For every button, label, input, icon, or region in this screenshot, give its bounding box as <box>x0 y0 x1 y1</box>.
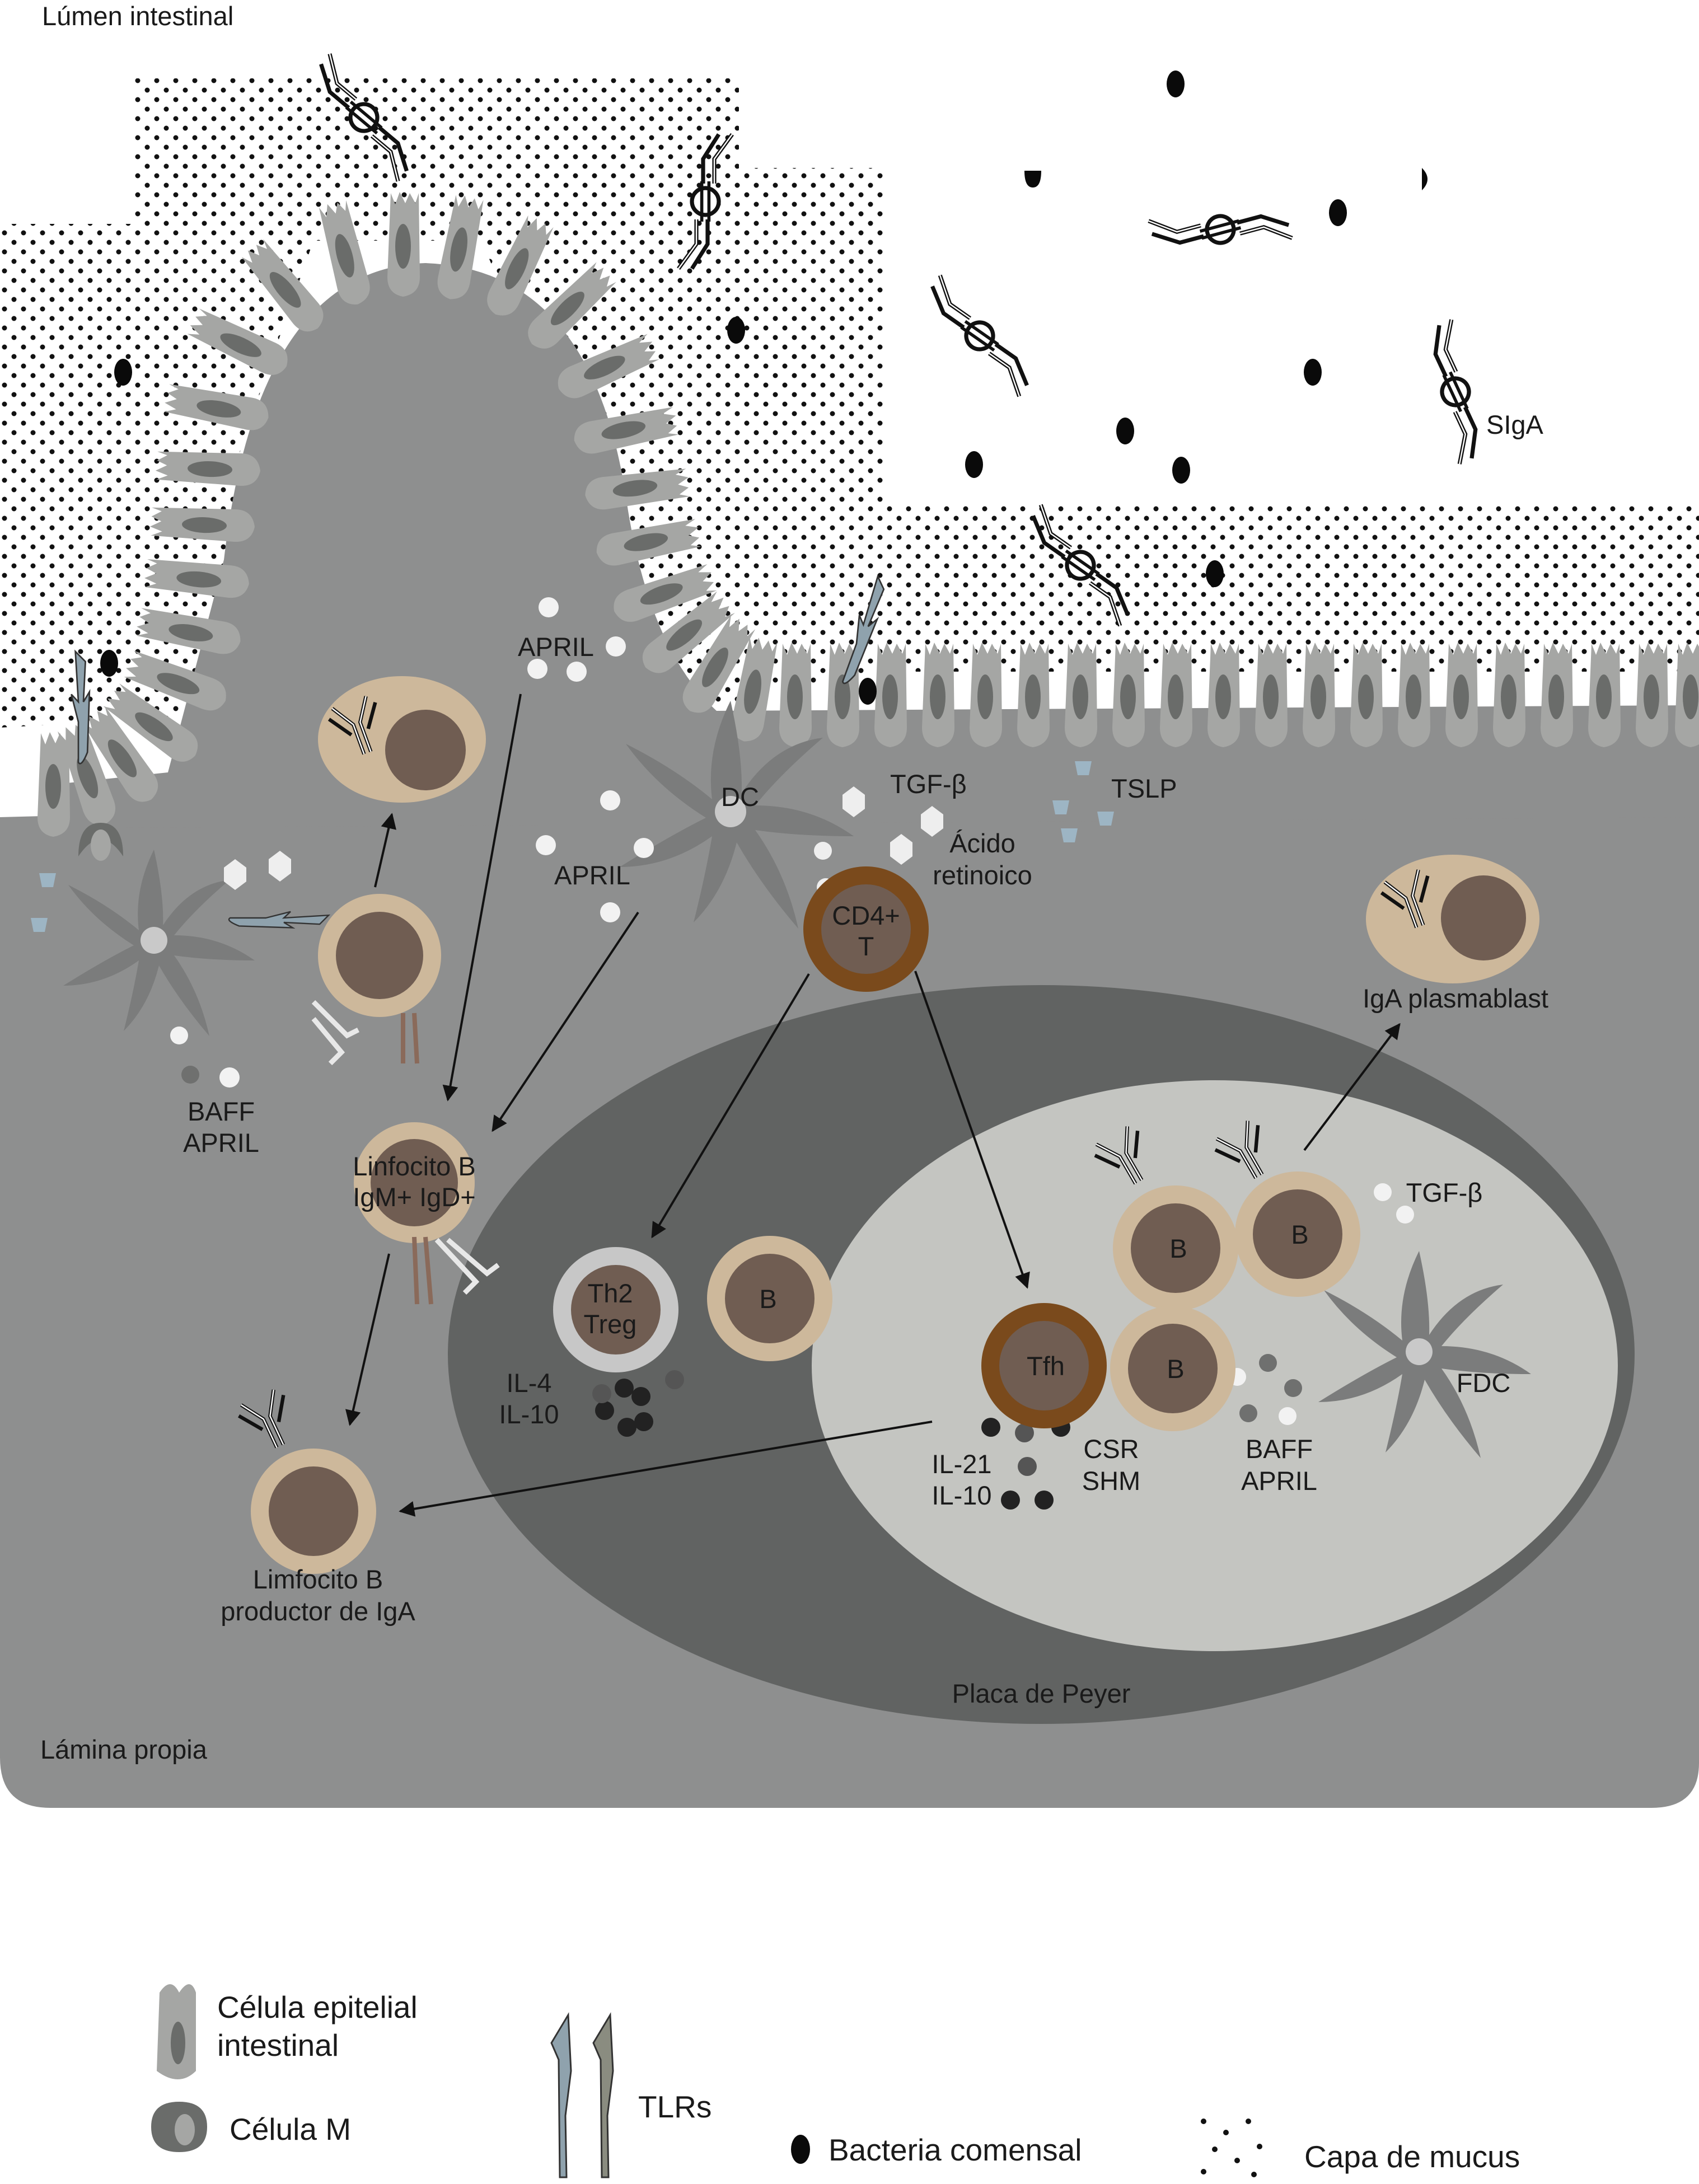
label-treg: Treg <box>584 1309 637 1339</box>
legend-mucus-icon <box>1201 2119 1262 2177</box>
legend-mucus: Capa de mucus <box>1304 2139 1520 2174</box>
legend-m-cell-icon <box>151 2102 207 2152</box>
label-dc: DC <box>721 782 759 812</box>
legend-tlrs: TLRs <box>638 2089 712 2124</box>
label-iga-plasmablast: IgA plasmablast <box>1363 983 1548 1013</box>
label-cd4t-2: T <box>858 931 874 961</box>
label-b-peyer: B <box>759 1284 776 1314</box>
legend-epithelial-2: intestinal <box>217 2028 339 2063</box>
legend-epithelial-1: Célula epitelial <box>217 1990 418 2024</box>
label-cd4t-1: CD4+ <box>832 901 900 930</box>
label-linfocito-b-2: IgM+ IgD+ <box>353 1182 475 1212</box>
label-linfocito-b-iga-1: Limfocito B <box>253 1564 383 1594</box>
legend-epithelial-icon <box>157 1984 196 2079</box>
label-april-right: APRIL <box>1241 1466 1317 1496</box>
label-il21: IL-21 <box>932 1449 991 1479</box>
legend: Célula epitelial intestinal Célula M TLR… <box>151 1984 1520 2177</box>
label-baff-right: BAFF <box>1246 1434 1313 1464</box>
label-csr: CSR <box>1083 1434 1139 1464</box>
plasmablast-cell-top <box>318 676 486 803</box>
label-lumen: Lúmen intestinal <box>42 1 233 31</box>
label-fdc: FDC <box>1457 1368 1511 1398</box>
label-tgf-beta-right: TGF-β <box>1406 1178 1483 1207</box>
label-siga: SIgA <box>1486 410 1544 439</box>
label-il10-right: IL-10 <box>932 1480 991 1510</box>
label-tgf-beta-top: TGF-β <box>890 769 967 799</box>
iga-plasmablast-cell <box>1366 855 1539 983</box>
label-b-gc-2: B <box>1291 1220 1308 1249</box>
label-april-left: APRIL <box>183 1128 259 1157</box>
label-baff-left: BAFF <box>188 1096 255 1126</box>
label-april-top: APRIL <box>518 632 594 662</box>
label-th2: Th2 <box>588 1278 633 1308</box>
label-tfh: Tfh <box>1027 1351 1065 1381</box>
label-b-gc-1: B <box>1169 1234 1187 1263</box>
legend-bacteria: Bacteria comensal <box>829 2133 1082 2167</box>
legend-tlr-icon <box>551 2015 613 2177</box>
label-tslp: TSLP <box>1111 774 1177 803</box>
label-acido-retinoico-2: retinoico <box>933 860 1032 890</box>
label-april-mid: APRIL <box>554 860 630 890</box>
label-il4: IL-4 <box>507 1368 552 1398</box>
label-b-gc-3: B <box>1167 1354 1184 1384</box>
label-acido-retinoico-1: Ácido <box>949 828 1015 858</box>
label-lamina-propia: Lámina propia <box>40 1735 208 1764</box>
label-placa-peyer: Placa de Peyer <box>952 1679 1131 1708</box>
legend-m-cell: Célula M <box>230 2112 351 2146</box>
label-linfocito-b-iga-2: productor de IgA <box>221 1596 415 1626</box>
label-il10-left: IL-10 <box>499 1399 559 1429</box>
legend-bacteria-icon <box>791 2135 810 2164</box>
label-linfocito-b-1: Linfocito B <box>353 1151 475 1181</box>
label-shm: SHM <box>1082 1466 1140 1496</box>
